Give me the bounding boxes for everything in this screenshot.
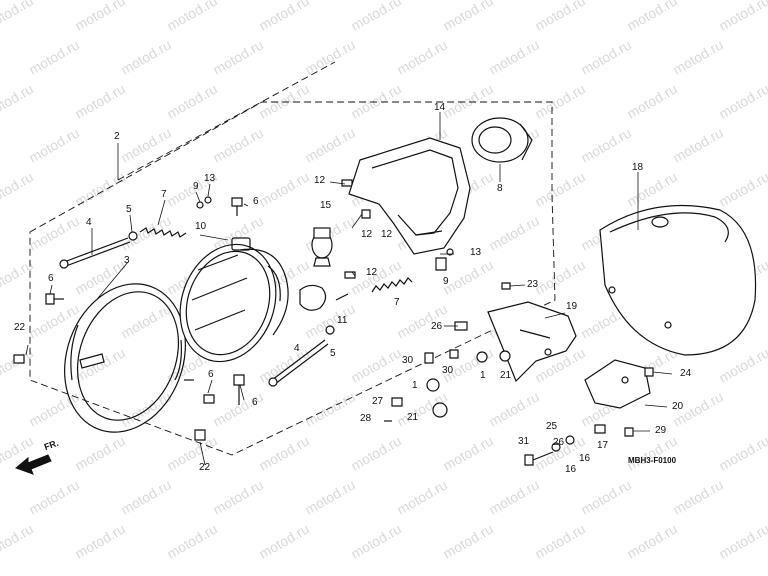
callout-12: 12 xyxy=(314,175,326,186)
callout-6: 6 xyxy=(253,196,259,207)
callout-23: 23 xyxy=(527,279,539,290)
callout-26: 26 xyxy=(431,321,443,332)
callout-30: 30 xyxy=(442,365,454,376)
callout-10: 10 xyxy=(195,221,207,232)
callout-4: 4 xyxy=(294,343,300,354)
leader-lines xyxy=(25,112,673,466)
callout-31: 31 xyxy=(518,436,530,447)
callout-18: 18 xyxy=(632,162,644,173)
diagram-code: MBH3-F0100 xyxy=(628,456,677,465)
callout-13: 13 xyxy=(470,247,482,258)
callout-7: 7 xyxy=(161,189,167,200)
stay-plate xyxy=(584,359,651,409)
callout-9: 9 xyxy=(443,276,449,287)
callout-20: 20 xyxy=(672,401,684,412)
assembly-frame-left xyxy=(29,101,556,456)
bracket-hardware xyxy=(384,282,654,466)
long-screws xyxy=(59,237,329,387)
front-direction-arrow xyxy=(15,454,52,475)
callout-16: 16 xyxy=(579,453,591,464)
callout-25: 25 xyxy=(546,421,558,432)
callout-1: 1 xyxy=(412,380,418,391)
callout-1: 1 xyxy=(480,370,486,381)
callout-21: 21 xyxy=(407,412,419,423)
headlight-case xyxy=(599,204,757,356)
callout-24: 24 xyxy=(680,368,692,379)
callout-14: 14 xyxy=(434,102,446,113)
callout-12: 12 xyxy=(361,229,373,240)
callout-22: 22 xyxy=(14,322,26,333)
callout-27: 27 xyxy=(372,396,384,407)
callout-13: 13 xyxy=(204,173,216,184)
small-hardware xyxy=(13,179,454,441)
callout-9: 9 xyxy=(193,181,199,192)
callout-26: 26 xyxy=(553,437,565,448)
callout-6: 6 xyxy=(208,369,214,380)
headlight-bulb xyxy=(299,227,333,311)
headlight-rim xyxy=(64,283,194,433)
callout-17: 17 xyxy=(597,440,609,451)
callout-30: 30 xyxy=(402,355,414,366)
callout-19: 19 xyxy=(566,301,578,312)
callout-29: 29 xyxy=(655,425,667,436)
callout-12: 12 xyxy=(366,267,378,278)
callout-21: 21 xyxy=(500,370,512,381)
callout-5: 5 xyxy=(330,348,336,359)
callout-2: 2 xyxy=(114,131,120,142)
callout-5: 5 xyxy=(126,204,132,215)
adjuster-springs xyxy=(139,227,413,293)
callout-4: 4 xyxy=(86,217,92,228)
callout-22: 22 xyxy=(199,462,211,473)
assembly-frame-inner xyxy=(117,61,336,181)
callout-6: 6 xyxy=(252,397,258,408)
callout-15: 15 xyxy=(320,200,332,211)
callout-7: 7 xyxy=(394,297,400,308)
callout-16: 16 xyxy=(565,464,577,475)
callout-12: 12 xyxy=(381,229,393,240)
callout-11: 11 xyxy=(337,315,348,326)
headlight-unit xyxy=(179,237,289,363)
callout-6: 6 xyxy=(48,273,54,284)
mount-bracket xyxy=(348,137,471,255)
dust-cover xyxy=(471,117,533,163)
callout-8: 8 xyxy=(497,183,503,194)
callout-3: 3 xyxy=(124,255,130,266)
stay-bracket xyxy=(487,301,577,383)
callout-28: 28 xyxy=(360,413,372,424)
